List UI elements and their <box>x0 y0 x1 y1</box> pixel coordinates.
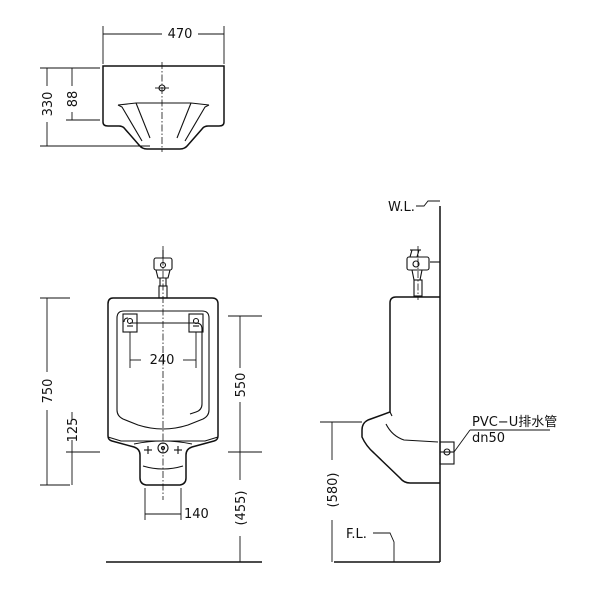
side-drain-pipe-label: PVC−U排水管 <box>472 415 557 430</box>
front-outlet-width-dim: 140 <box>184 507 209 522</box>
front-inner-height-dim: 550 <box>234 373 249 398</box>
side-wall-line-label: W.L. <box>388 200 415 215</box>
front-inner-width-dim: 240 <box>150 353 175 368</box>
side-floor-line-label: F.L. <box>346 527 367 542</box>
side-body-outline <box>361 296 440 484</box>
top-outline <box>102 65 225 150</box>
front-rim-height-dim: (455) <box>234 491 249 526</box>
side-drain-pipe-size: dn50 <box>472 431 505 446</box>
side-drain-pipe <box>439 441 455 465</box>
front-height-dim: 750 <box>41 379 56 404</box>
side-view: W.L. F.L. PVC−U排水管 dn50 <box>320 200 557 563</box>
top-view: 470 330 88 <box>40 26 225 152</box>
front-view: 240 140 750 125 550 (455) <box>40 246 262 563</box>
top-inner-depth-dim: 88 <box>66 91 81 108</box>
front-flange-dim: 125 <box>66 418 81 443</box>
side-outlet-height-dim: (580) <box>326 473 341 508</box>
top-width-dim: 470 <box>168 27 193 42</box>
top-depth-dim: 330 <box>41 92 56 117</box>
side-flush-valve <box>406 249 440 297</box>
